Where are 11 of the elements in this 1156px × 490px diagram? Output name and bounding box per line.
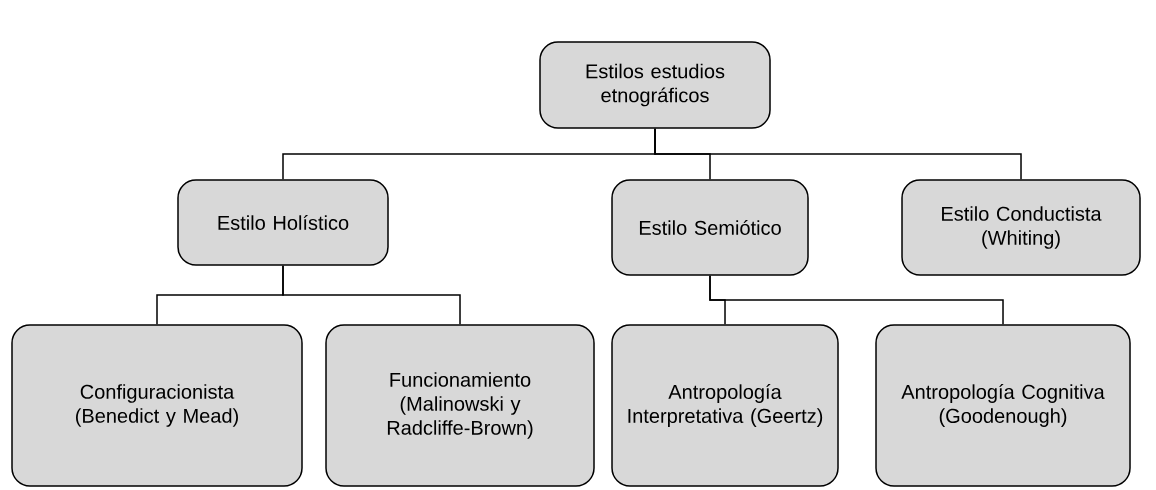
category-box: Configuracionista (Benedict y Mead) [11,324,303,487]
category-box: Estilo Conductista (Whiting) [901,179,1141,276]
category-box: Antropología Cognitiva (Goodenough) [875,324,1131,487]
category-box: Antropología Interpretativa (Geertz) [611,324,839,487]
connector-line [654,128,1022,180]
category-box: Estilo Semiótico [611,179,809,276]
category-box: Estilo Holístico [177,179,389,266]
root-box: Estilos estudios etnográficos [539,41,771,129]
category-box: Funcionamiento (Malinowski y Radcliffe-Brown) [325,324,595,487]
connector-line [282,265,461,325]
connector-line [709,275,1004,325]
